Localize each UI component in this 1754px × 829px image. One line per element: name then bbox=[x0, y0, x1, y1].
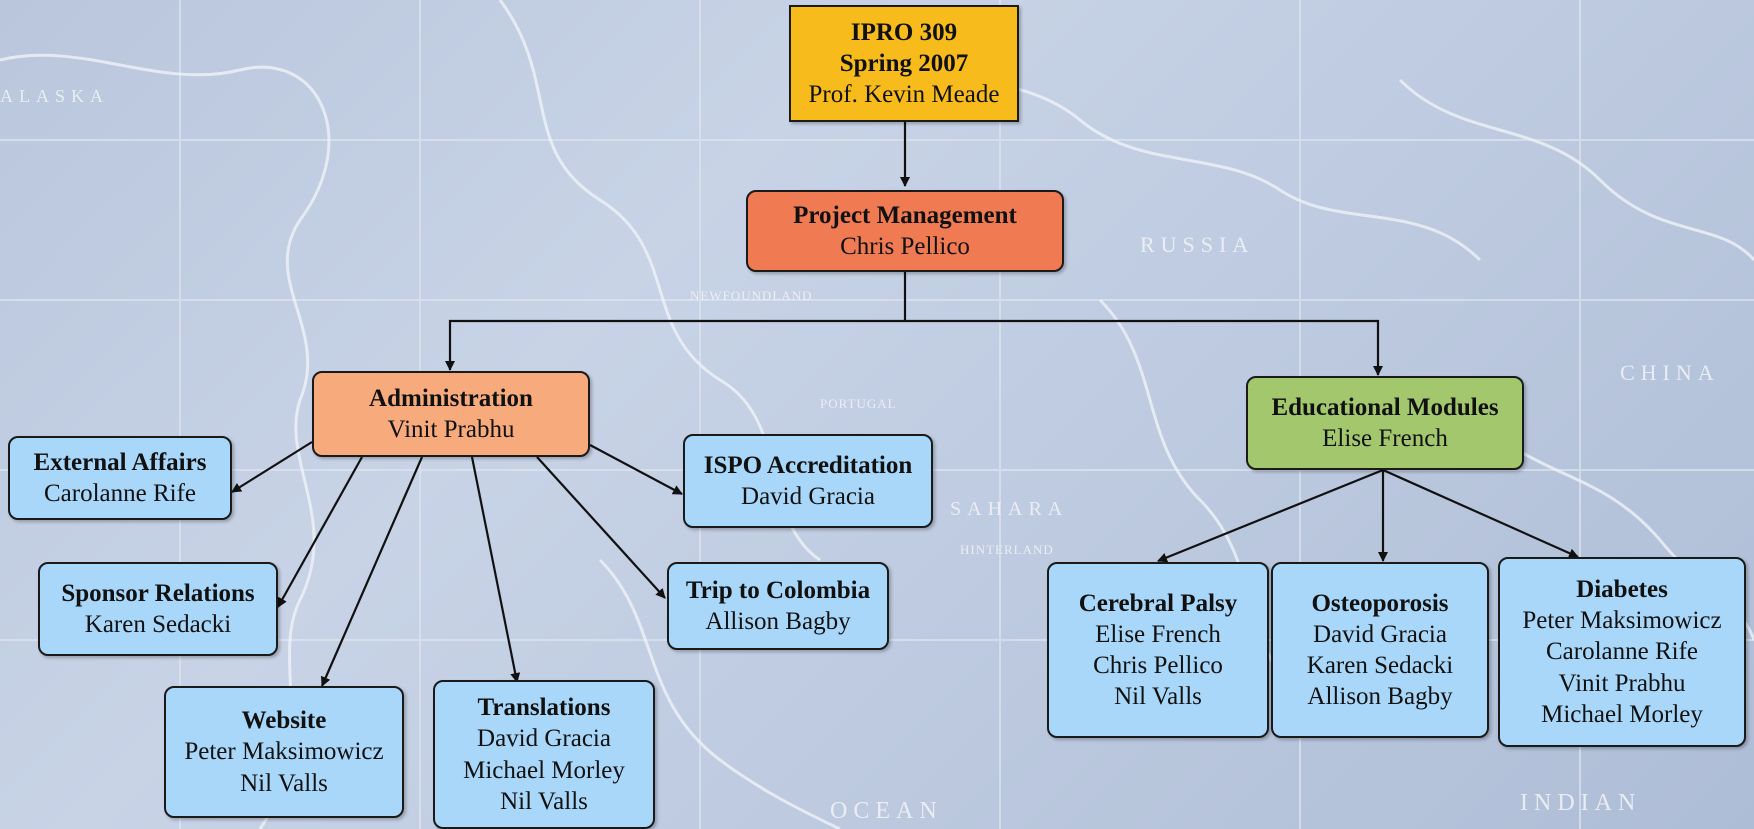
node-title: Sponsor Relations bbox=[61, 579, 255, 607]
node-member: Karen Sedacki bbox=[1306, 652, 1454, 679]
team-diabetes: Diabetes Peter Maksimowicz Carolanne Rif… bbox=[1498, 557, 1746, 747]
root-node: IPRO 309 Spring 2007 Prof. Kevin Meade bbox=[789, 5, 1019, 122]
map-label-china: CHINA bbox=[1620, 360, 1720, 385]
team-external-affairs: External Affairs Carolanne Rife bbox=[8, 436, 232, 520]
link-admin-translations bbox=[470, 456, 521, 683]
project-management-node: Project Management Chris Pellico bbox=[746, 190, 1064, 272]
map-label-newfoundland: NEWFOUNDLAND bbox=[690, 288, 813, 303]
node-member: David Gracia bbox=[477, 725, 611, 753]
map-label-hinterland: HINTERLAND bbox=[960, 542, 1054, 557]
node-title: Trip to Colombia bbox=[685, 576, 871, 604]
link-admin-ispo bbox=[589, 444, 683, 495]
node-member: Vinit Prabhu bbox=[387, 416, 515, 443]
node-title: Administration bbox=[369, 384, 533, 412]
root-course-code: IPRO 309 bbox=[850, 18, 958, 46]
link-admin-sponsor bbox=[277, 456, 363, 608]
node-title: Educational Modules bbox=[1271, 393, 1499, 421]
node-member: David Gracia bbox=[741, 483, 875, 510]
node-member: Peter Maksimowicz bbox=[1522, 607, 1722, 635]
node-title: Website bbox=[241, 707, 327, 735]
node-member: Vinit Prabhu bbox=[1558, 669, 1686, 697]
link-admin-website bbox=[320, 456, 424, 687]
node-title: External Affairs bbox=[33, 448, 207, 476]
node-member: Allison Bagby bbox=[705, 608, 851, 635]
link-edu-cerebral bbox=[1157, 468, 1384, 563]
node-member: Carolanne Rife bbox=[43, 480, 197, 507]
team-ispo-accreditation: ISPO Accreditation David Gracia bbox=[683, 434, 933, 528]
node-title: Osteoporosis bbox=[1311, 589, 1449, 617]
node-member: Michael Morley bbox=[1541, 700, 1703, 728]
map-label-portugal: PORTUGAL bbox=[820, 396, 897, 411]
node-member: Peter Maksimowicz bbox=[184, 738, 384, 766]
node-member: David Gracia bbox=[1313, 620, 1447, 648]
link-admin-external bbox=[231, 441, 313, 493]
link-pm-edu bbox=[905, 319, 1383, 376]
map-label-sahara: SAHARA bbox=[950, 498, 1069, 520]
root-professor: Prof. Kevin Meade bbox=[808, 81, 1000, 109]
map-label-russia: RUSSIA bbox=[1140, 232, 1255, 257]
team-translations: Translations David Gracia Michael Morley… bbox=[433, 680, 655, 829]
link-pm-admin bbox=[445, 319, 905, 371]
node-member: Nil Valls bbox=[1114, 683, 1202, 711]
node-title: Translations bbox=[477, 694, 611, 721]
educational-modules-node: Educational Modules Elise French bbox=[1246, 376, 1524, 470]
node-member: Karen Sedacki bbox=[84, 611, 232, 638]
team-trip-to-colombia: Trip to Colombia Allison Bagby bbox=[667, 562, 889, 650]
link-edu-diabetes bbox=[1382, 468, 1579, 559]
node-member: Nil Valls bbox=[240, 769, 328, 797]
team-sponsor-relations: Sponsor Relations Karen Sedacki bbox=[38, 562, 278, 656]
node-title: Cerebral Palsy bbox=[1078, 589, 1238, 617]
node-member: Michael Morley bbox=[463, 756, 625, 784]
root-term: Spring 2007 bbox=[839, 49, 969, 77]
map-label-indian: INDIAN bbox=[1520, 790, 1642, 816]
node-member: Nil Valls bbox=[500, 787, 588, 815]
node-member: Elise French bbox=[1322, 425, 1448, 452]
node-title: Project Management bbox=[793, 201, 1017, 229]
node-member: Chris Pellico bbox=[840, 233, 970, 260]
node-title: Diabetes bbox=[1576, 575, 1668, 603]
link-admin-colombia bbox=[536, 456, 666, 599]
team-website: Website Peter Maksimowicz Nil Valls bbox=[164, 686, 404, 818]
node-member: Carolanne Rife bbox=[1545, 638, 1699, 666]
node-member: Allison Bagby bbox=[1307, 683, 1453, 711]
map-label-ocean: OCEAN bbox=[830, 798, 943, 824]
team-osteoporosis: Osteoporosis David Gracia Karen Sedacki … bbox=[1271, 562, 1489, 738]
map-label-alaska: ALASKA bbox=[0, 86, 110, 106]
node-title: ISPO Accreditation bbox=[703, 451, 913, 479]
node-member: Chris Pellico bbox=[1093, 652, 1223, 679]
team-cerebral-palsy: Cerebral Palsy Elise French Chris Pellic… bbox=[1047, 562, 1269, 738]
administration-node: Administration Vinit Prabhu bbox=[312, 371, 590, 457]
node-member: Elise French bbox=[1095, 620, 1221, 648]
